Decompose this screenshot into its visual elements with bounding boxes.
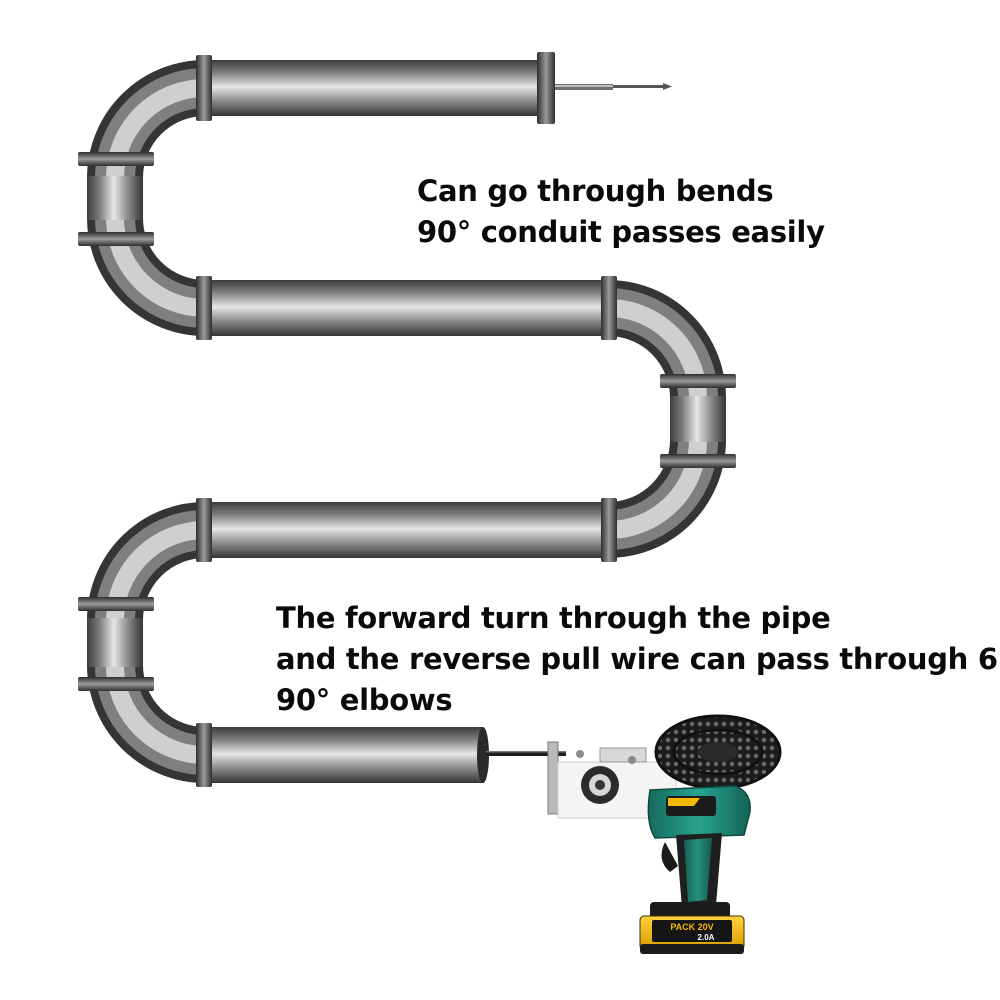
flange bbox=[196, 276, 212, 340]
flange bbox=[601, 276, 617, 340]
flange bbox=[78, 152, 154, 166]
flange bbox=[537, 52, 555, 124]
caption-bends-line-1: Can go through bends bbox=[417, 174, 774, 208]
flange bbox=[196, 498, 212, 562]
caption-bends-line-2: 90° conduit passes easily bbox=[417, 215, 825, 249]
flange bbox=[196, 723, 212, 787]
pipe-run-middle-1 bbox=[203, 280, 610, 336]
caption-elbows-line-2: and the reverse pull wire can pass throu… bbox=[276, 642, 998, 676]
caption-elbows-line-1: The forward turn through the pipe bbox=[276, 601, 831, 635]
flange bbox=[78, 232, 154, 246]
pipe-run-right bbox=[670, 396, 726, 442]
caption-bends: Can go through bends 90° conduit passes … bbox=[417, 171, 825, 253]
flange bbox=[78, 677, 154, 691]
cable-tip-exiting bbox=[555, 83, 672, 90]
pipe-run-left-1 bbox=[87, 176, 143, 220]
flange bbox=[660, 374, 736, 388]
elbow-2 bbox=[87, 216, 207, 336]
electric-cable-pusher-tool: PACK 20V 2.0A bbox=[547, 714, 782, 954]
flange bbox=[660, 454, 736, 468]
pipe-flanges bbox=[78, 52, 736, 787]
battery-label-line2: 2.0A bbox=[698, 933, 715, 942]
cable-entering-pipe bbox=[486, 751, 566, 756]
caption-elbows-line-3: 90° elbows bbox=[276, 683, 453, 717]
battery-label-line1: PACK 20V bbox=[670, 922, 713, 932]
flange bbox=[78, 597, 154, 611]
pipe-run-left-2 bbox=[87, 618, 143, 667]
pipe-straight-sections bbox=[87, 60, 726, 783]
caption-elbows: The forward turn through the pipe and th… bbox=[276, 598, 998, 721]
guide-bracket bbox=[547, 741, 559, 815]
elbow-4 bbox=[606, 438, 726, 558]
flange bbox=[601, 498, 617, 562]
pipe-run-bottom bbox=[203, 727, 483, 783]
pipe-run-middle-2 bbox=[203, 502, 610, 558]
pipe-open-end bbox=[477, 727, 489, 783]
pipe-run-top bbox=[203, 60, 545, 116]
flange bbox=[196, 55, 212, 121]
